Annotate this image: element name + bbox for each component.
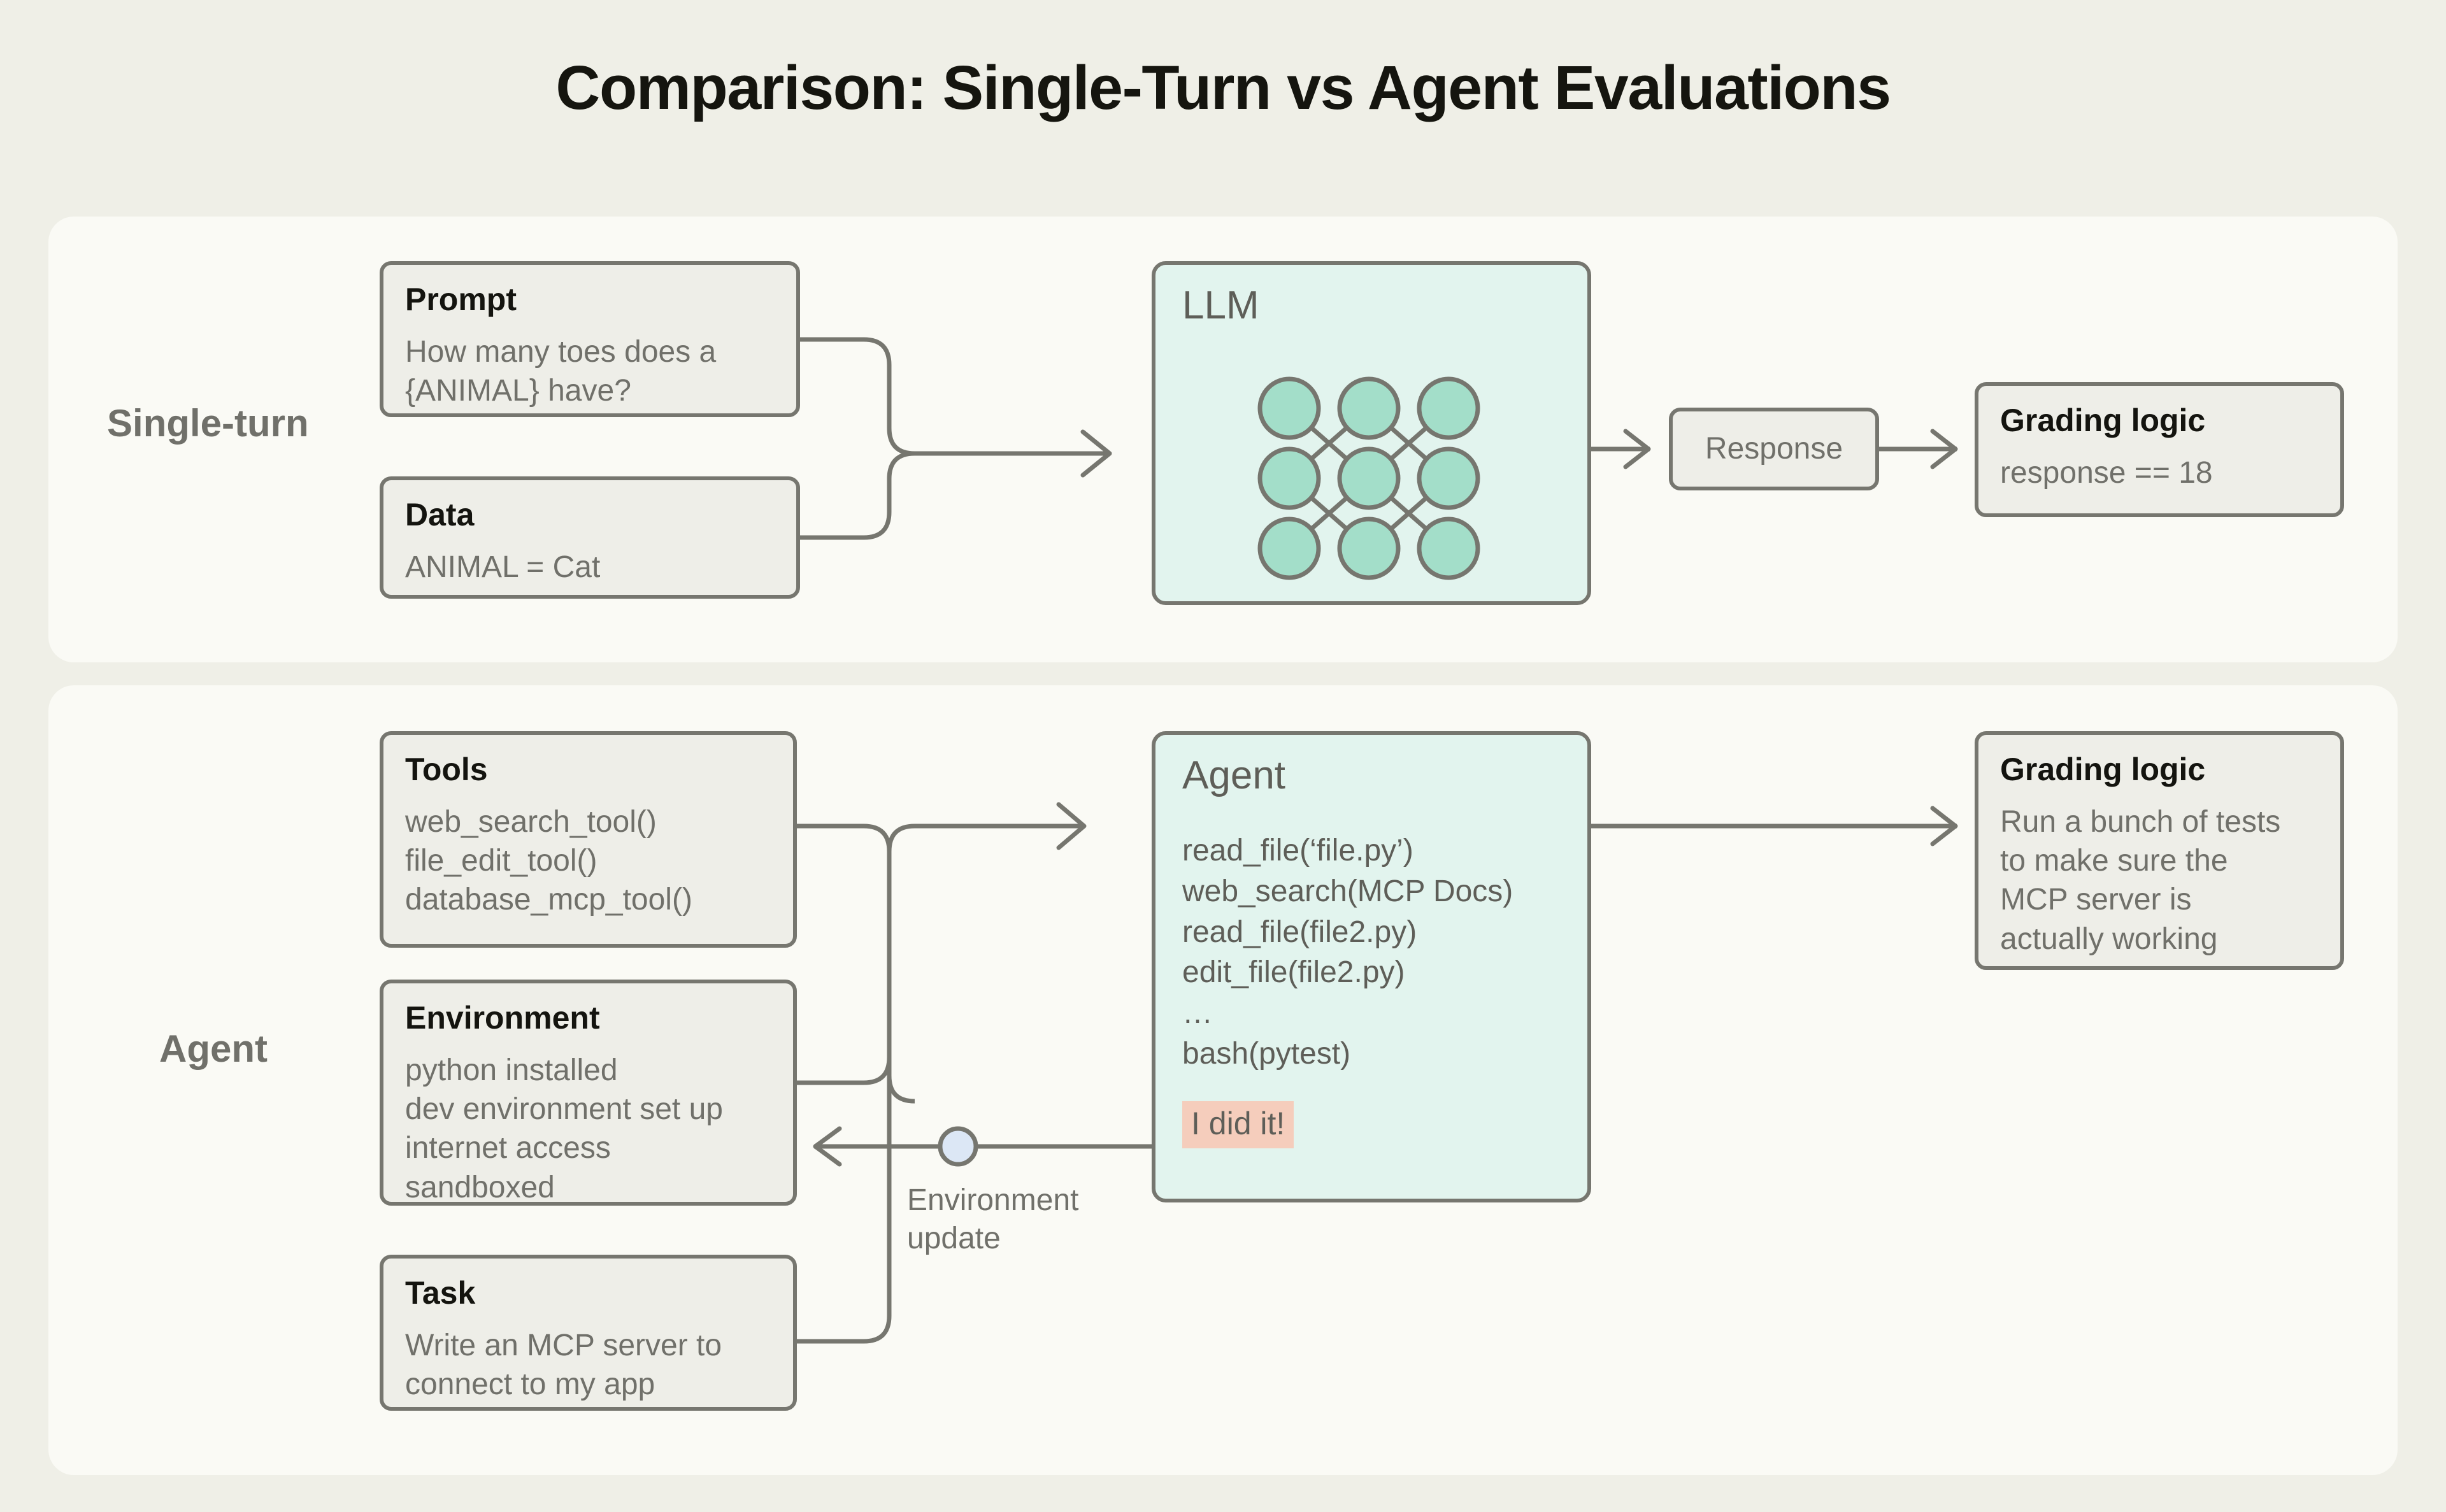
- card-environment-title: Environment: [405, 1000, 600, 1036]
- llm-box: LLM: [1152, 261, 1591, 605]
- card-data-title: Data: [405, 497, 475, 532]
- page-title: Comparison: Single-Turn vs Agent Evaluat…: [555, 53, 1891, 122]
- row-label-agent: Agent: [159, 1027, 268, 1070]
- card-task: Task Write an MCP server to connect to m…: [380, 1255, 797, 1411]
- card-grading-single-body: response == 18: [2000, 455, 2213, 490]
- card-grading-logic-single: Grading logic response == 18: [1975, 382, 2344, 517]
- card-environment-body: python installed dev environment set up …: [405, 1053, 723, 1204]
- card-grading-logic-agent: Grading logic Run a bunch of tests to ma…: [1975, 731, 2344, 970]
- card-data: Data ANIMAL = Cat: [380, 476, 800, 599]
- llm-box-title: LLM: [1182, 283, 1259, 327]
- card-environment: Environment python installed dev environ…: [380, 980, 797, 1206]
- card-task-body: Write an MCP server to connect to my app: [405, 1328, 722, 1401]
- card-prompt-body: How many toes does a {ANIMAL} have?: [405, 334, 717, 408]
- card-grading-agent-body: Run a bunch of tests to make sure the MC…: [2000, 804, 2281, 956]
- card-tools: Tools web_search_tool() file_edit_tool()…: [380, 731, 797, 948]
- neural-network-icon: [1257, 376, 1480, 580]
- agent-box-title: Agent: [1182, 753, 1286, 797]
- card-grading-agent-title: Grading logic: [2000, 752, 2206, 787]
- card-response-label: Response: [1705, 432, 1843, 466]
- card-tools-title: Tools: [405, 752, 488, 787]
- card-prompt: Prompt How many toes does a {ANIMAL} hav…: [380, 261, 800, 417]
- card-grading-single-title: Grading logic: [2000, 403, 2206, 438]
- card-task-title: Task: [405, 1275, 476, 1311]
- agent-final-message: I did it!: [1182, 1101, 1294, 1148]
- card-tools-body: web_search_tool() file_edit_tool() datab…: [405, 804, 692, 917]
- card-prompt-title: Prompt: [405, 282, 517, 317]
- environment-update-label: Environment update: [907, 1183, 1079, 1255]
- card-data-body: ANIMAL = Cat: [405, 550, 601, 584]
- agent-trajectory: read_file(‘file.py’) web_search(MCP Docs…: [1182, 834, 1513, 1071]
- agent-box: Agent read_file(‘file.py’) web_search(MC…: [1152, 731, 1591, 1202]
- row-label-single-turn: Single-turn: [107, 402, 309, 445]
- card-response: Response: [1669, 408, 1879, 490]
